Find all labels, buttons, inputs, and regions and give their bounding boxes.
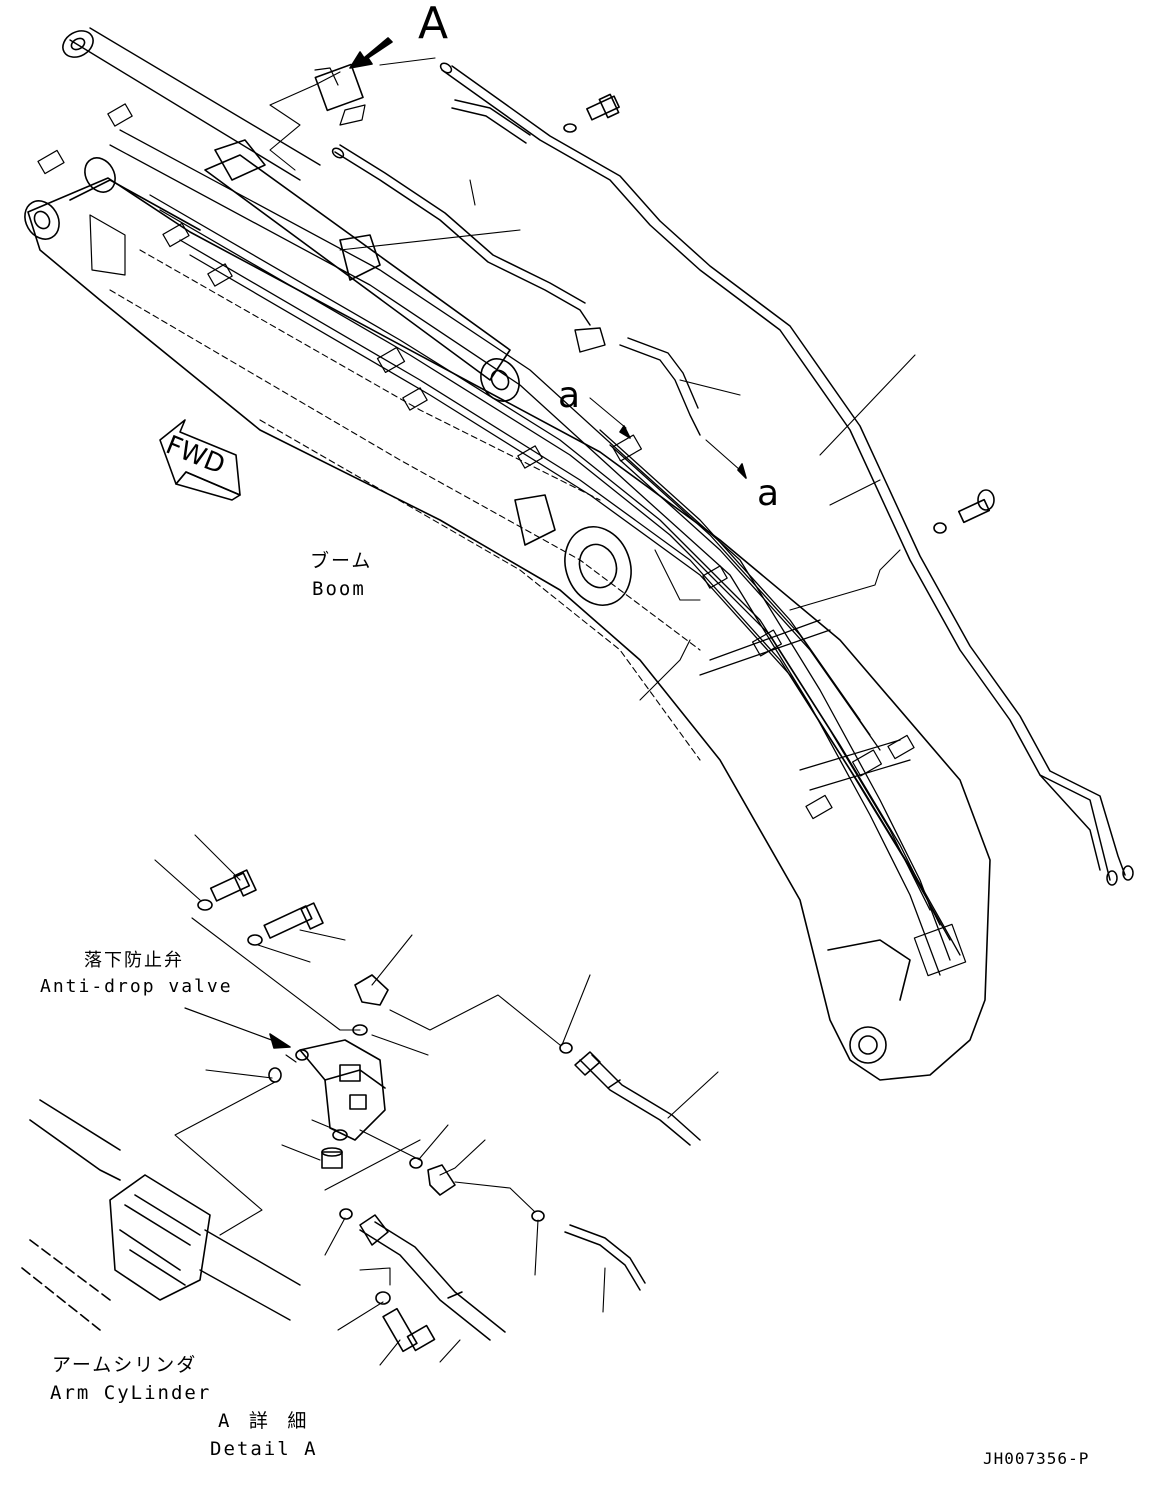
detail-bolt-3 [382, 1307, 436, 1353]
valve-label-arrowhead [269, 1033, 291, 1049]
anti-drop-valve [295, 1039, 386, 1141]
boom-hose-bundle [109, 129, 961, 976]
detail-view-callout: A [418, 0, 449, 49]
detail-hose-2 [359, 1214, 506, 1341]
boom-label-en: Boom [312, 578, 366, 600]
bolt-top-2 [933, 489, 995, 534]
pipe-left [331, 144, 591, 326]
section-arrow-left [619, 425, 631, 439]
valve-top [314, 63, 366, 126]
long-pipe-right [439, 62, 1134, 886]
view-arrow [349, 37, 393, 69]
detail-bolt-1 [197, 869, 257, 911]
section-arrow-right [737, 463, 747, 479]
detail-plug [321, 1147, 343, 1169]
detail-bolt-2 [247, 902, 324, 946]
detail-fitting [427, 1164, 456, 1196]
leader-lines-detail [154, 834, 719, 1366]
arm-cylinder [21, 1099, 301, 1331]
boom-cylinder [62, 27, 520, 402]
bolt-top-1 [563, 93, 620, 133]
section-callout-right: a [757, 473, 780, 514]
arm-cylinder-label-en: Arm CyLinder [50, 1382, 212, 1404]
fwd-marker [159, 419, 241, 501]
arm-cylinder-label-jp: アームシリンダ [52, 1354, 198, 1376]
valve-label-arrow [184, 1007, 286, 1046]
valve-label-jp: 落下防止弁 [84, 950, 184, 971]
short-pipe [574, 327, 701, 436]
boom-label-jp: ブーム [310, 550, 373, 572]
boom-cover-plate [514, 494, 632, 606]
detail-title-jp: A 詳 細 [218, 1410, 311, 1432]
valve-label-en: Anti-drop valve [40, 976, 233, 997]
detail-elbow [354, 974, 389, 1006]
detail-title-en: Detail A [210, 1438, 318, 1460]
detail-hose-1 [574, 1051, 701, 1146]
section-callout-left: a [558, 375, 581, 416]
detail-hose-3 [564, 1224, 646, 1291]
hose-clamps [37, 103, 967, 977]
boom-outline [27, 177, 991, 1081]
leader-lines-upper [269, 57, 916, 701]
boom-foot [24, 157, 201, 240]
drawing-code: JH007356-P [983, 1449, 1090, 1468]
